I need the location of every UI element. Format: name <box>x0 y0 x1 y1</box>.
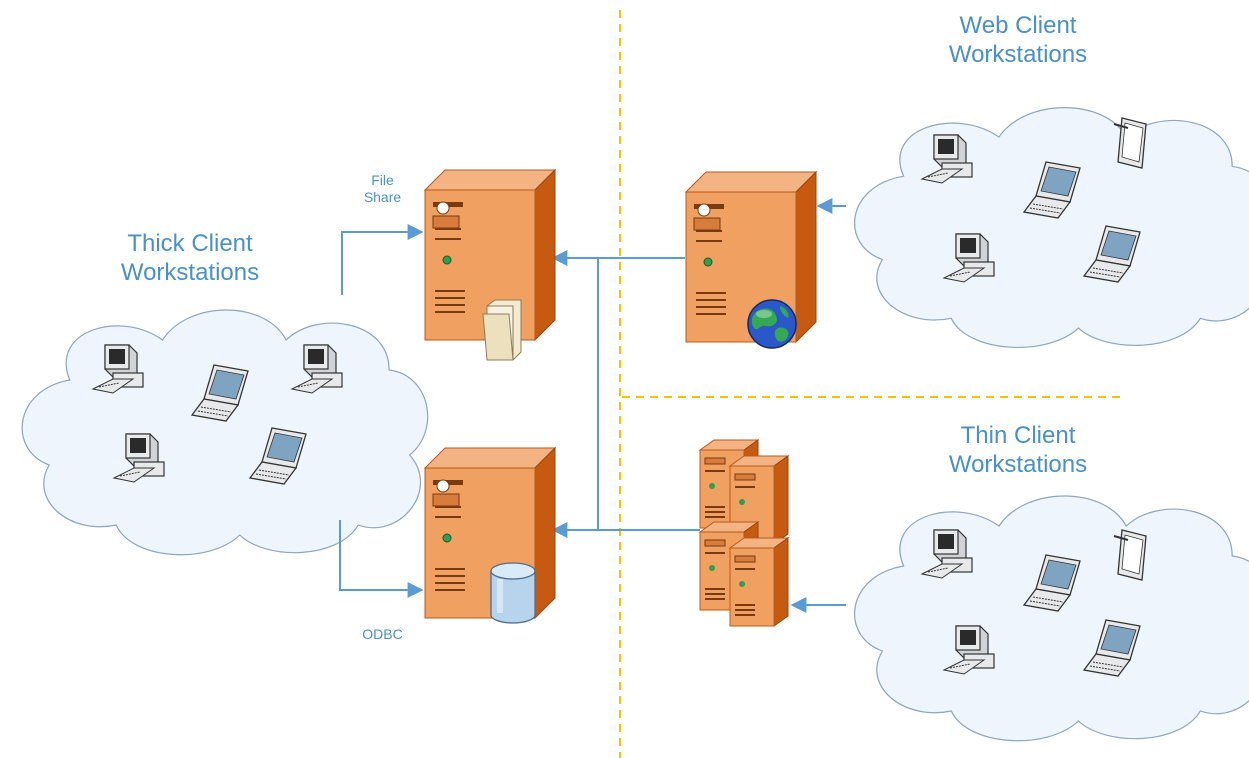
thick-client-label: Thick Client Workstations <box>80 230 300 288</box>
file-share-label-line2: Share <box>363 188 402 205</box>
thin-client-label-line1: Thin Client <box>960 422 1076 449</box>
globe-icon <box>747 299 797 349</box>
odbc-label: ODBC <box>362 626 403 642</box>
file-server <box>424 169 556 361</box>
terminal-server-farm <box>699 439 789 627</box>
web-client-cloud <box>853 106 1249 349</box>
file-share-label-line1: File <box>371 172 394 188</box>
folder-icon <box>482 299 522 361</box>
thin-client-label-line2: Workstations <box>948 450 1088 478</box>
file-share-connector <box>341 224 424 295</box>
web-client-label-line1: Web Client <box>959 12 1077 39</box>
database-server <box>424 447 556 624</box>
database-icon <box>490 562 536 624</box>
thin-client-label: Thin Client Workstations <box>908 422 1128 480</box>
thick-client-label-line1: Thick Client <box>127 230 253 257</box>
thin-client-cloud <box>853 495 1249 742</box>
thick-client-label-line2: Workstations <box>120 258 260 286</box>
odbc-connector <box>339 520 424 598</box>
thick-client-cloud <box>21 309 429 556</box>
web-client-label: Web Client Workstations <box>908 12 1128 70</box>
file-share-label: File Share <box>350 172 415 206</box>
web-server <box>685 171 817 349</box>
web-client-label-line2: Workstations <box>948 40 1088 68</box>
